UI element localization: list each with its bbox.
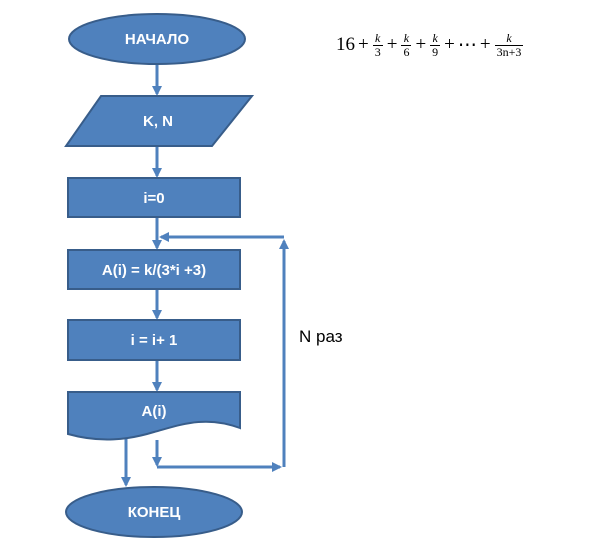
end-label: КОНЕЦ (128, 504, 181, 521)
loop-count-label: N раз (299, 327, 343, 346)
formula-plus: + (479, 34, 491, 55)
formula-fraction-last: k 3n+3 (494, 30, 524, 59)
fraction-numerator: k (506, 30, 512, 45)
input-parallelogram: K, N (64, 95, 255, 147)
formula-ellipsis: ⋯ (457, 34, 477, 56)
formula-fraction: k 9 (430, 30, 441, 59)
input-label: K, N (143, 113, 173, 130)
formula-lead: 16 (336, 34, 355, 55)
fraction-denominator: 6 (401, 44, 412, 59)
series-formula: 16 + k 3 + k 6 + k 9 + ⋯ + k 3n+3 (336, 22, 524, 68)
formula-plus: + (444, 34, 455, 55)
fraction-denominator: 3n+3 (494, 44, 524, 59)
formula-plus: + (386, 34, 398, 55)
fraction-denominator: 9 (430, 44, 441, 59)
start-label: НАЧАЛО (125, 31, 190, 48)
formula-fraction: k 3 (372, 30, 383, 59)
end-terminator: КОНЕЦ (65, 486, 243, 538)
fraction-numerator: k (375, 30, 381, 45)
init-process-box: i=0 (67, 177, 241, 218)
output-label: A(i) (142, 403, 167, 420)
fraction-numerator: k (432, 30, 438, 45)
fraction-denominator: 3 (372, 44, 383, 59)
assign-process-box: A(i) = k/(3*i +3) (67, 249, 241, 290)
output-document: A(i) (67, 391, 241, 441)
assign-label: A(i) = k/(3*i +3) (102, 262, 206, 279)
fraction-numerator: k (403, 30, 410, 45)
increment-process-box: i = i+ 1 (67, 319, 241, 361)
init-label: i=0 (143, 190, 164, 207)
increment-label: i = i+ 1 (131, 332, 178, 349)
formula-plus: + (358, 34, 369, 55)
start-terminator: НАЧАЛО (68, 13, 246, 65)
formula-plus: + (415, 34, 427, 55)
formula-fraction: k 6 (401, 30, 412, 59)
